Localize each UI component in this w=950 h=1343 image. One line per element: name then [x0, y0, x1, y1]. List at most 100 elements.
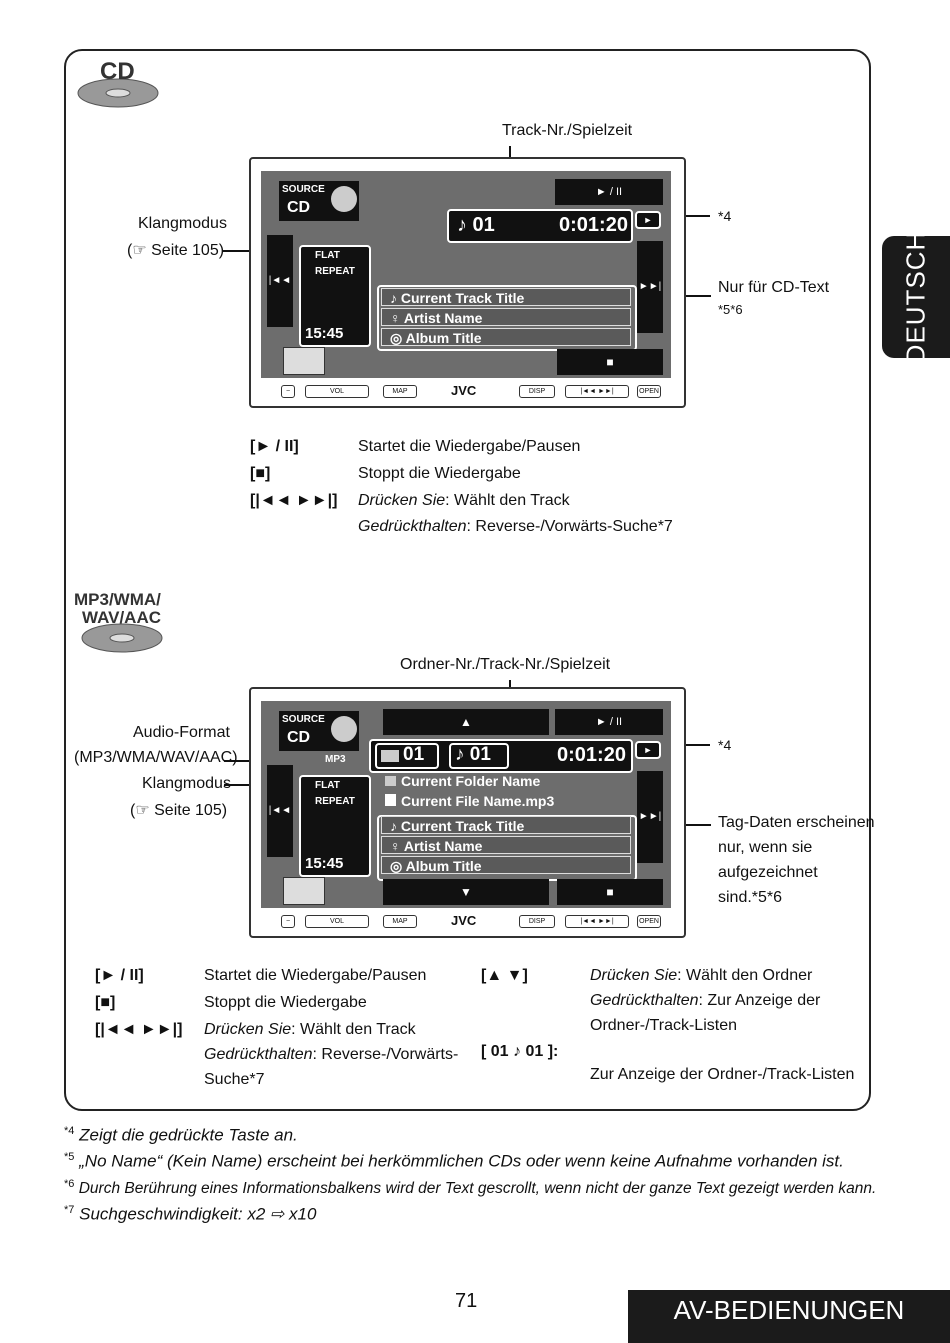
mp3-control-text: Stoppt die Wiedergabe [204, 994, 367, 1011]
mp3-disc-label: MP3/WMA/ [74, 590, 161, 609]
sound-mode-panel[interactable]: FLAT REPEAT 15:45 [299, 245, 371, 347]
mp3-callout-sound-ref: (☞ Seite 105) [130, 802, 228, 819]
info-bar-artist[interactable]: ♀ Artist Name [381, 308, 631, 326]
cd-screen: SOURCE CD ► / II ♪ 01 0:01:20 ► |◄◄ ►►| … [261, 171, 671, 378]
mp3-control-key: [► / II] [95, 967, 144, 984]
play-indicator-icon: ► [635, 211, 661, 229]
next-button[interactable]: ►►| [637, 241, 663, 333]
att-button[interactable]: − [281, 385, 295, 398]
vol-button[interactable]: VOL [305, 385, 369, 398]
folder-number: 01 [403, 744, 425, 765]
brand-logo: JVC [451, 913, 477, 928]
mp3-control-italic: Drücken Sie [204, 1021, 292, 1038]
mp3-control-text: Suche*7 [204, 1071, 265, 1088]
mp3-device: SOURCE CD MP3 ▲ ► / II 01 ♪ 01 0:01:20 ►… [249, 687, 686, 938]
mp3-control-italic: Drücken Sie [590, 967, 678, 984]
mp3-control-line: Drücken Sie: Wählt den Ordner [590, 967, 812, 985]
device-panel: − VOL MAP JVC DISP |◄◄ ►►| OPEN [261, 913, 671, 929]
flat-label: FLAT [315, 780, 340, 791]
play-pause-button[interactable]: ► / II [555, 709, 663, 735]
mp3-callout-sound: Klangmodus [142, 775, 231, 792]
cd-source-button[interactable]: SOURCE CD [279, 181, 359, 221]
stop-button[interactable]: ■ [557, 349, 663, 375]
device-panel: − VOL MAP JVC DISP |◄◄ ►►| OPEN [261, 383, 671, 399]
repeat-label: REPEAT [315, 266, 355, 277]
source-label: SOURCE [282, 184, 325, 195]
mp3-callout-format: Audio-Format [133, 724, 230, 741]
footnote: *6 Durch Berührung eines Informationsbal… [64, 1178, 876, 1198]
mp3-control-text: : Reverse-/Vorwärts- [312, 1046, 459, 1063]
vol-button[interactable]: VOL [305, 915, 369, 928]
footnote-text: „No Name“ (Kein Name) erscheint bei herk… [79, 1151, 844, 1171]
mp3-control-text: Ordner-/Track-Listen [590, 1017, 737, 1034]
mp3-callout-tag: nur, wenn sie [718, 839, 813, 856]
language-tab: DEUTSCH [882, 231, 950, 363]
footnote: *7 Suchgeschwindigkeit: x2 ⇨ x10 [64, 1204, 316, 1225]
mp3-control-italic: Gedrückthalten [204, 1046, 313, 1063]
track-time-display[interactable]: ♪ 01 0:01:20 [447, 209, 633, 243]
info-bar-album[interactable]: ◎ Album Title [381, 328, 631, 346]
music-file-icon [385, 794, 396, 806]
info-bar-track[interactable]: ♪ Current Track Title [381, 816, 631, 834]
cd-control-key: [■] [250, 465, 271, 482]
info-bar-album[interactable]: ◎ Album Title [381, 856, 631, 874]
cd-control-text: Startet die Wiedergabe/Pausen [358, 438, 581, 455]
cd-device: SOURCE CD ► / II ♪ 01 0:01:20 ► |◄◄ ►►| … [249, 157, 686, 408]
info-bar-artist[interactable]: ♀ Artist Name [381, 836, 631, 854]
cd-control-line: Gedrückthalten: Reverse-/Vorwärts-Suche*… [358, 518, 673, 536]
cd-control-key: [|◄◄ ►►|] [250, 492, 338, 509]
info-bar-track[interactable]: ♪ Current Track Title [381, 288, 631, 306]
cd-callout-btn: *4 [718, 208, 732, 224]
mp3-control-text: : Wählt den Ordner [677, 967, 813, 984]
mp3-control-line: Drücken Sie: Wählt den Track [204, 1021, 416, 1039]
prev-button[interactable]: |◄◄ [267, 235, 293, 327]
prev-button[interactable]: |◄◄ [267, 765, 293, 857]
folder-name: Current Folder Name [385, 773, 540, 789]
mp3-callout-format-sub: (MP3/WMA/WAV/AAC) [74, 749, 238, 766]
cd-control-line: Drücken Sie: Wählt den Track [358, 492, 570, 510]
mp3-source-button[interactable]: SOURCE CD [279, 711, 359, 751]
disc-icon [77, 78, 159, 108]
skip-button[interactable]: |◄◄ ►►| [565, 915, 629, 928]
mp3-callout-btn: *4 [718, 737, 732, 753]
stop-button[interactable]: ■ [557, 879, 663, 905]
att-button[interactable]: − [281, 915, 295, 928]
language-tab-label: DEUTSCH [900, 230, 931, 364]
folder-up-button[interactable]: ▲ [383, 709, 549, 735]
cd-control-text: : Reverse-/Vorwärts-Suche*7 [466, 518, 673, 535]
map-button[interactable]: MAP [383, 915, 417, 928]
folder-down-button[interactable]: ▼ [383, 879, 549, 905]
play-time: 0:01:20 [557, 744, 626, 766]
skip-button[interactable]: |◄◄ ►►| [565, 385, 629, 398]
disp-button[interactable]: DISP [519, 915, 555, 928]
page-number: 71 [455, 1290, 478, 1312]
mp3-callout-tag: aufgezeichnet [718, 864, 818, 881]
folder-button[interactable]: 01 [375, 743, 439, 769]
cd-control-text: : Wählt den Track [445, 492, 570, 509]
mp3-control-line: Gedrückthalten: Zur Anzeige der [590, 992, 820, 1010]
disp-button[interactable]: DISP [519, 385, 555, 398]
play-pause-button[interactable]: ► / II [555, 179, 663, 205]
mp3-control-key: [■] [95, 994, 116, 1011]
footnote-mark: *4 [64, 1125, 75, 1137]
footnote-text: Suchgeschwindigkeit: x2 ⇨ x10 [79, 1204, 317, 1224]
sound-mode-panel[interactable]: FLAT REPEAT 15:45 [299, 775, 371, 877]
open-button[interactable]: OPEN [637, 385, 661, 398]
open-button[interactable]: OPEN [637, 915, 661, 928]
footnote: *4 Zeigt die gedrückte Taste an. [64, 1125, 298, 1146]
map-button[interactable]: MAP [383, 385, 417, 398]
cd-disc-icon [331, 186, 357, 212]
media-icon [283, 877, 325, 905]
track-button[interactable]: ♪ 01 [449, 743, 509, 769]
info-bars [377, 285, 637, 351]
cd-disc-icon: CD [74, 58, 164, 110]
cd-disc-label: CD [100, 58, 135, 85]
source-label: SOURCE [282, 714, 325, 725]
play-time: 0:01:20 [559, 214, 628, 236]
mp3-callout-top: Ordner-Nr./Track-Nr./Spielzeit [400, 656, 611, 673]
track-number: ♪ 01 [457, 214, 495, 236]
mp3-screen: SOURCE CD MP3 ▲ ► / II 01 ♪ 01 0:01:20 ►… [261, 701, 671, 908]
next-button[interactable]: ►►| [637, 771, 663, 863]
file-name-text: Current File Name.mp3 [401, 793, 555, 809]
footnote-mark: *5 [64, 1151, 75, 1163]
